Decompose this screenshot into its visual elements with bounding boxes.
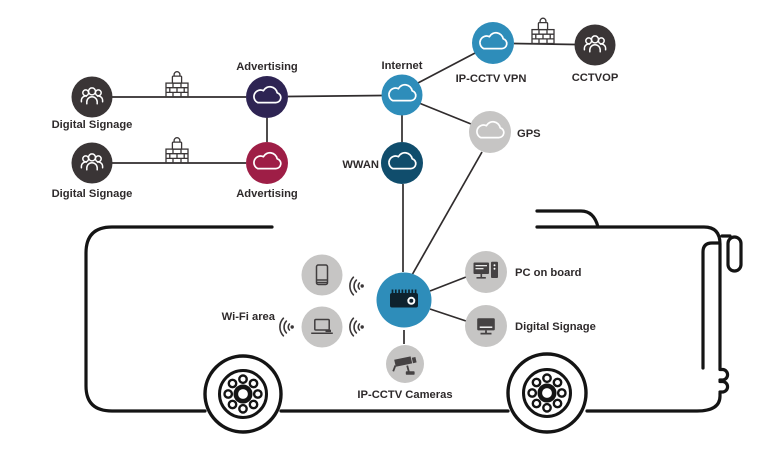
node-cctvop — [574, 24, 616, 66]
label-advertising-2: Advertising — [236, 188, 298, 200]
cctv-camera-icon — [392, 356, 417, 375]
node-digital-signage-1 — [71, 76, 113, 118]
bus-front-bump-top — [718, 367, 730, 382]
label-internet: Internet — [381, 60, 422, 72]
wifi-signal-icon — [279, 317, 295, 337]
node-digital-signage-2 — [71, 142, 113, 184]
node-wifi-phone — [301, 254, 343, 296]
edge-advertising1-internet — [287, 94, 383, 98]
node-internet — [381, 74, 423, 116]
node-ip-cctv-cameras — [386, 345, 424, 383]
label-cctvop: CCTVOP — [572, 72, 619, 84]
bus-mirror — [726, 235, 743, 273]
node-gps — [469, 111, 511, 153]
router-icon — [390, 289, 418, 308]
label-ip-cctv-cameras: IP-CCTV Cameras — [357, 389, 452, 401]
bus-roof-hatch — [535, 209, 600, 229]
label-ip-cctv-vpn: IP-CCTV VPN — [456, 73, 527, 85]
smartphone-icon — [315, 264, 329, 286]
edge-gps-router — [411, 151, 483, 276]
node-advertising-2 — [246, 142, 288, 184]
label-wwan: WWAN — [342, 159, 379, 171]
label-digital-signage-1: Digital Signage — [52, 119, 133, 131]
pc-icon — [473, 261, 498, 279]
monitor-icon — [477, 318, 495, 335]
firewall-icon — [165, 71, 189, 98]
node-advertising-1 — [246, 76, 288, 118]
bus-windshield-line — [701, 241, 721, 370]
bus-body-bottom-right — [585, 391, 722, 413]
node-ip-cctv-vpn — [472, 22, 514, 64]
label-advertising-1: Advertising — [236, 61, 298, 73]
firewall-icon — [165, 137, 189, 164]
node-wwan — [381, 142, 423, 184]
edge-internet-gps — [418, 102, 472, 125]
bus-front-bump-bottom — [718, 379, 730, 394]
connection-lines — [112, 42, 576, 344]
label-digital-signage-2: Digital Signage — [52, 188, 133, 200]
wifi-signal-icon — [349, 276, 365, 296]
wifi-signal-icon — [349, 317, 365, 337]
node-pc-on-board — [465, 251, 507, 293]
edge-router-signage — [429, 308, 467, 322]
bus-outline — [84, 209, 743, 413]
edge-router-pc — [429, 276, 467, 292]
bus-body-right — [535, 225, 722, 371]
laptop-icon — [311, 318, 333, 335]
wheel-front — [506, 352, 588, 434]
firewall-icon — [531, 17, 555, 45]
wheel-rear — [203, 354, 283, 434]
bus-body-left — [84, 225, 274, 413]
label-wifi-area: Wi-Fi area — [222, 311, 276, 323]
node-wifi-laptop — [301, 306, 343, 348]
label-digital-signage-device: Digital Signage — [515, 321, 596, 333]
node-digital-signage-device — [465, 305, 507, 347]
node-router — [376, 272, 432, 328]
label-gps: GPS — [517, 128, 541, 140]
label-pc-on-board: PC on board — [515, 267, 582, 279]
edge-internet-vpn — [415, 51, 478, 85]
